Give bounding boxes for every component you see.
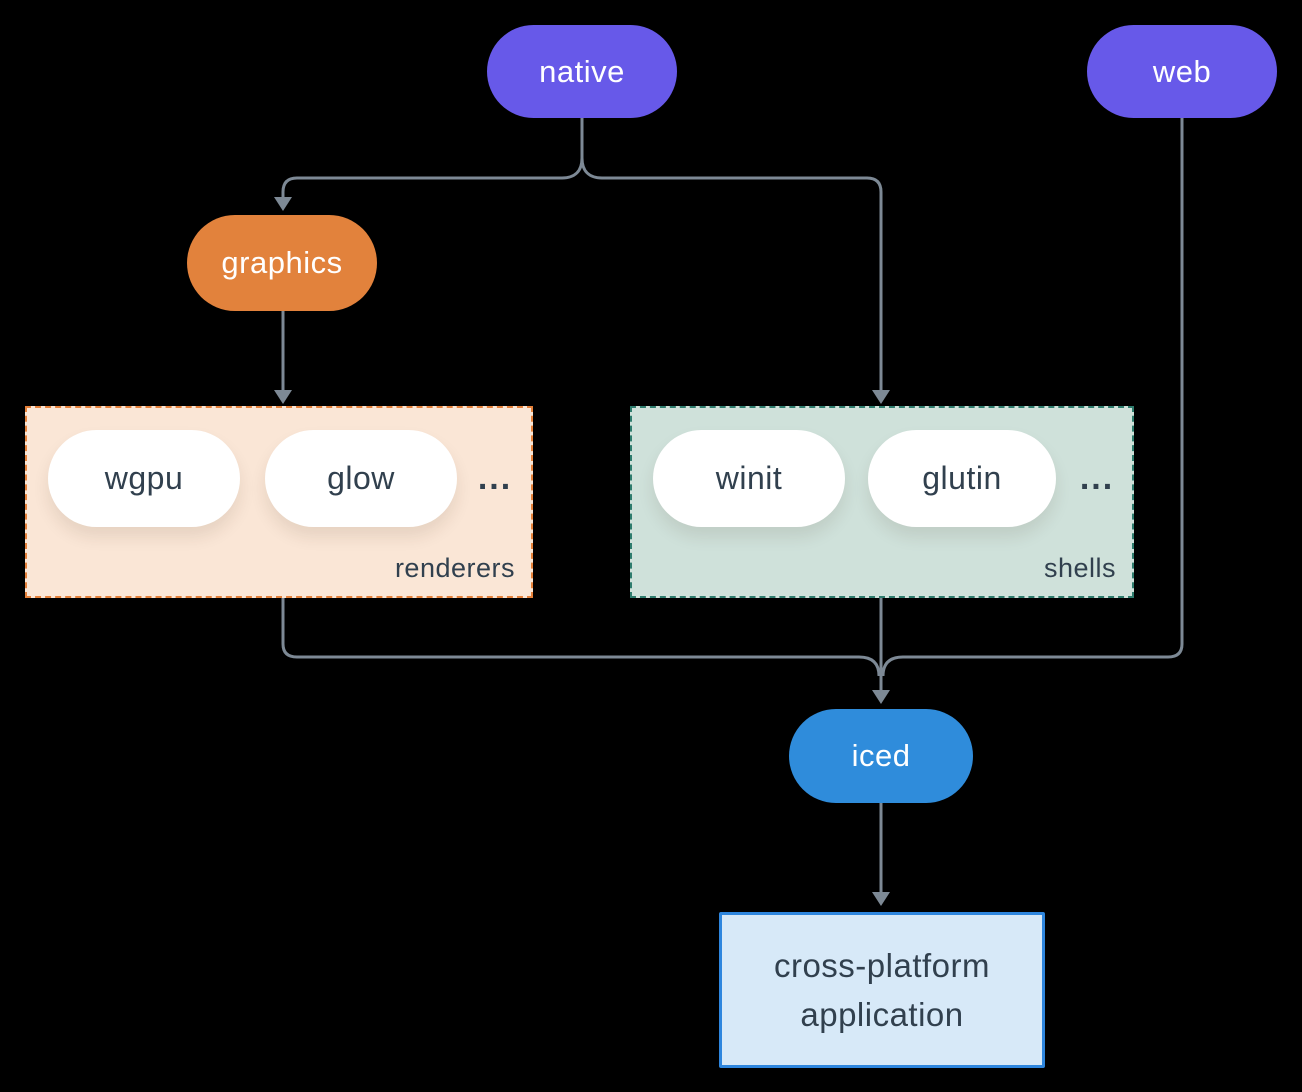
app-label-line1: cross-platform (773, 947, 991, 984)
arrowhead-app (872, 892, 890, 906)
arrowhead-iced (872, 690, 890, 704)
glutin-node: glutin (868, 430, 1056, 527)
winit-node: winit (653, 430, 845, 527)
renderers-group-label: renderers (394, 553, 515, 583)
renderers-ellipsis: ... (477, 459, 513, 497)
arrowhead-renderers (274, 390, 292, 404)
connector-renderers-to-iced (281, 598, 881, 677)
arrowhead-shells (872, 390, 890, 404)
connector-native-to-graphics (281, 157, 584, 197)
shells-group-label: shells (1043, 553, 1116, 583)
connector-native-to-shells (580, 157, 883, 390)
arrowhead-graphics (274, 197, 292, 211)
web-node: web (1087, 25, 1277, 118)
graphics-node: graphics (187, 215, 377, 311)
shells-group-box: winit glutin ... shells (630, 406, 1134, 598)
app-label-line2: application (800, 996, 964, 1033)
renderers-group-box: wgpu glow ... renderers (25, 406, 533, 598)
shells-ellipsis: ... (1079, 459, 1115, 497)
native-node: native (487, 25, 677, 118)
connector-web-to-iced (881, 118, 1184, 677)
iced-node: iced (789, 709, 973, 803)
wgpu-node: wgpu (48, 430, 240, 527)
cross-platform-application-node: cross-platform application (719, 912, 1045, 1068)
glow-node: glow (265, 430, 457, 527)
